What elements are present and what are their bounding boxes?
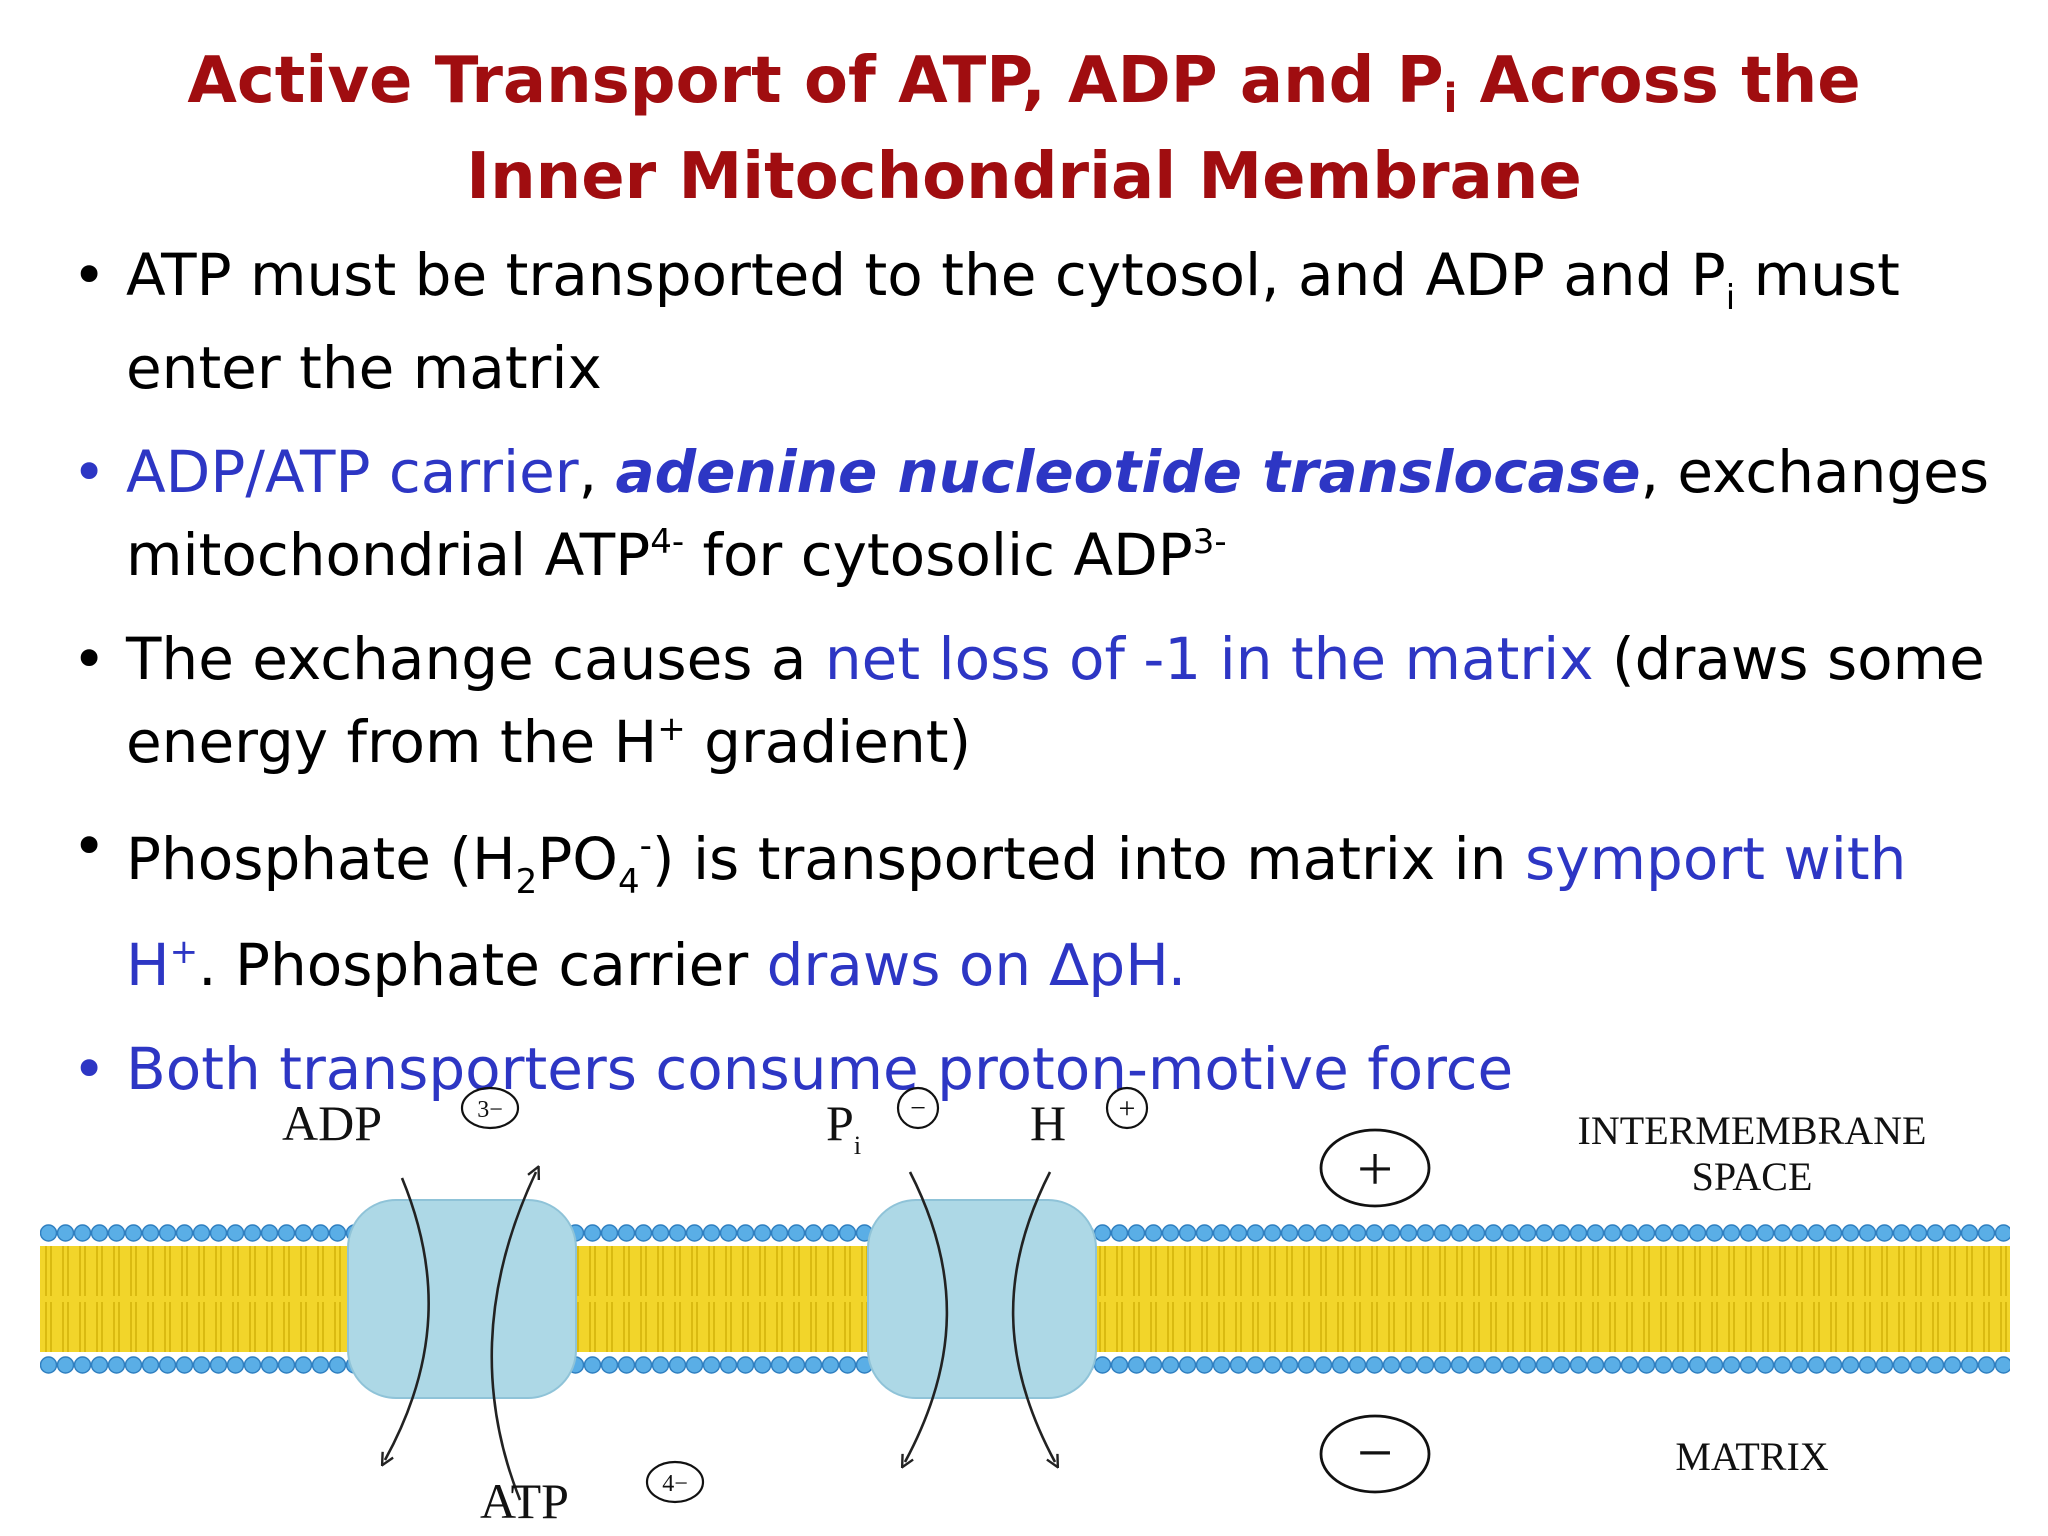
h-inward-arrow (1011, 1171, 1055, 1462)
h-charge-badge: + (1105, 1086, 1149, 1130)
pi-label: Pi (826, 1095, 861, 1160)
intermembrane-label-line-2: SPACE (1692, 1154, 1813, 1199)
adp-label: ADP (282, 1095, 382, 1151)
bullet-item-4: • Phosphate (H2PO4-) is transported into… (72, 812, 1907, 999)
bullet-marker: • (72, 438, 107, 506)
title-line-1: Active Transport of ATP, ADP and Pi Acro… (187, 44, 1861, 122)
adp-atp-translocase (347, 1199, 577, 1399)
bullet-item-2: • ADP/ATP carrier, adenine nucleotide tr… (72, 438, 1990, 589)
bullet-marker: • (72, 812, 107, 880)
adp-charge-badge: 3− (460, 1086, 520, 1130)
adp-inward-arrow (385, 1177, 430, 1460)
pi-charge-badge: − (896, 1086, 940, 1130)
phosphate-carrier (867, 1199, 1097, 1399)
pi-inward-arrow (905, 1171, 949, 1462)
svg-text:+: + (1357, 1133, 1393, 1204)
bullet-marker: • (72, 241, 107, 309)
bullet-marker: • (72, 625, 107, 693)
svg-text:3−: 3− (477, 1097, 503, 1123)
intermembrane-label-line-1: INTERMEMBRANE (1578, 1108, 1927, 1153)
svg-text:−: − (910, 1093, 926, 1124)
atp-outward-arrow (490, 1172, 536, 1501)
emphasis-term: adenine nucleotide translocase (615, 438, 1641, 506)
membrane-diagram: ADP 3− ATP 4− Pi − H + + (40, 1086, 2010, 1529)
bullet-item-3: • The exchange causes a net loss of -1 i… (72, 625, 1985, 776)
bullet-list: • ATP must be transported to the cytosol… (68, 240, 2008, 1138)
bullet-item-1: • ATP must be transported to the cytosol… (72, 241, 1900, 402)
atp-label: ATP (480, 1473, 569, 1529)
bullet-marker: • (72, 1035, 107, 1103)
h-label: H (1030, 1095, 1066, 1151)
title-line-2: Inner Mitochondrial Membrane (466, 140, 1582, 214)
matrix-label: MATRIX (1675, 1434, 1828, 1479)
slide-title: Active Transport of ATP, ADP and Pi Acro… (0, 42, 2048, 216)
svg-text:4−: 4− (662, 1471, 688, 1497)
positive-charge-icon: + (1319, 1128, 1431, 1208)
atp-charge-badge: 4− (645, 1460, 705, 1504)
svg-text:−: − (1357, 1417, 1393, 1488)
bullet-item-5: • Both transporters consume proton-motiv… (72, 1035, 1514, 1103)
svg-text:+: + (1119, 1092, 1136, 1125)
negative-charge-icon: − (1319, 1414, 1431, 1494)
